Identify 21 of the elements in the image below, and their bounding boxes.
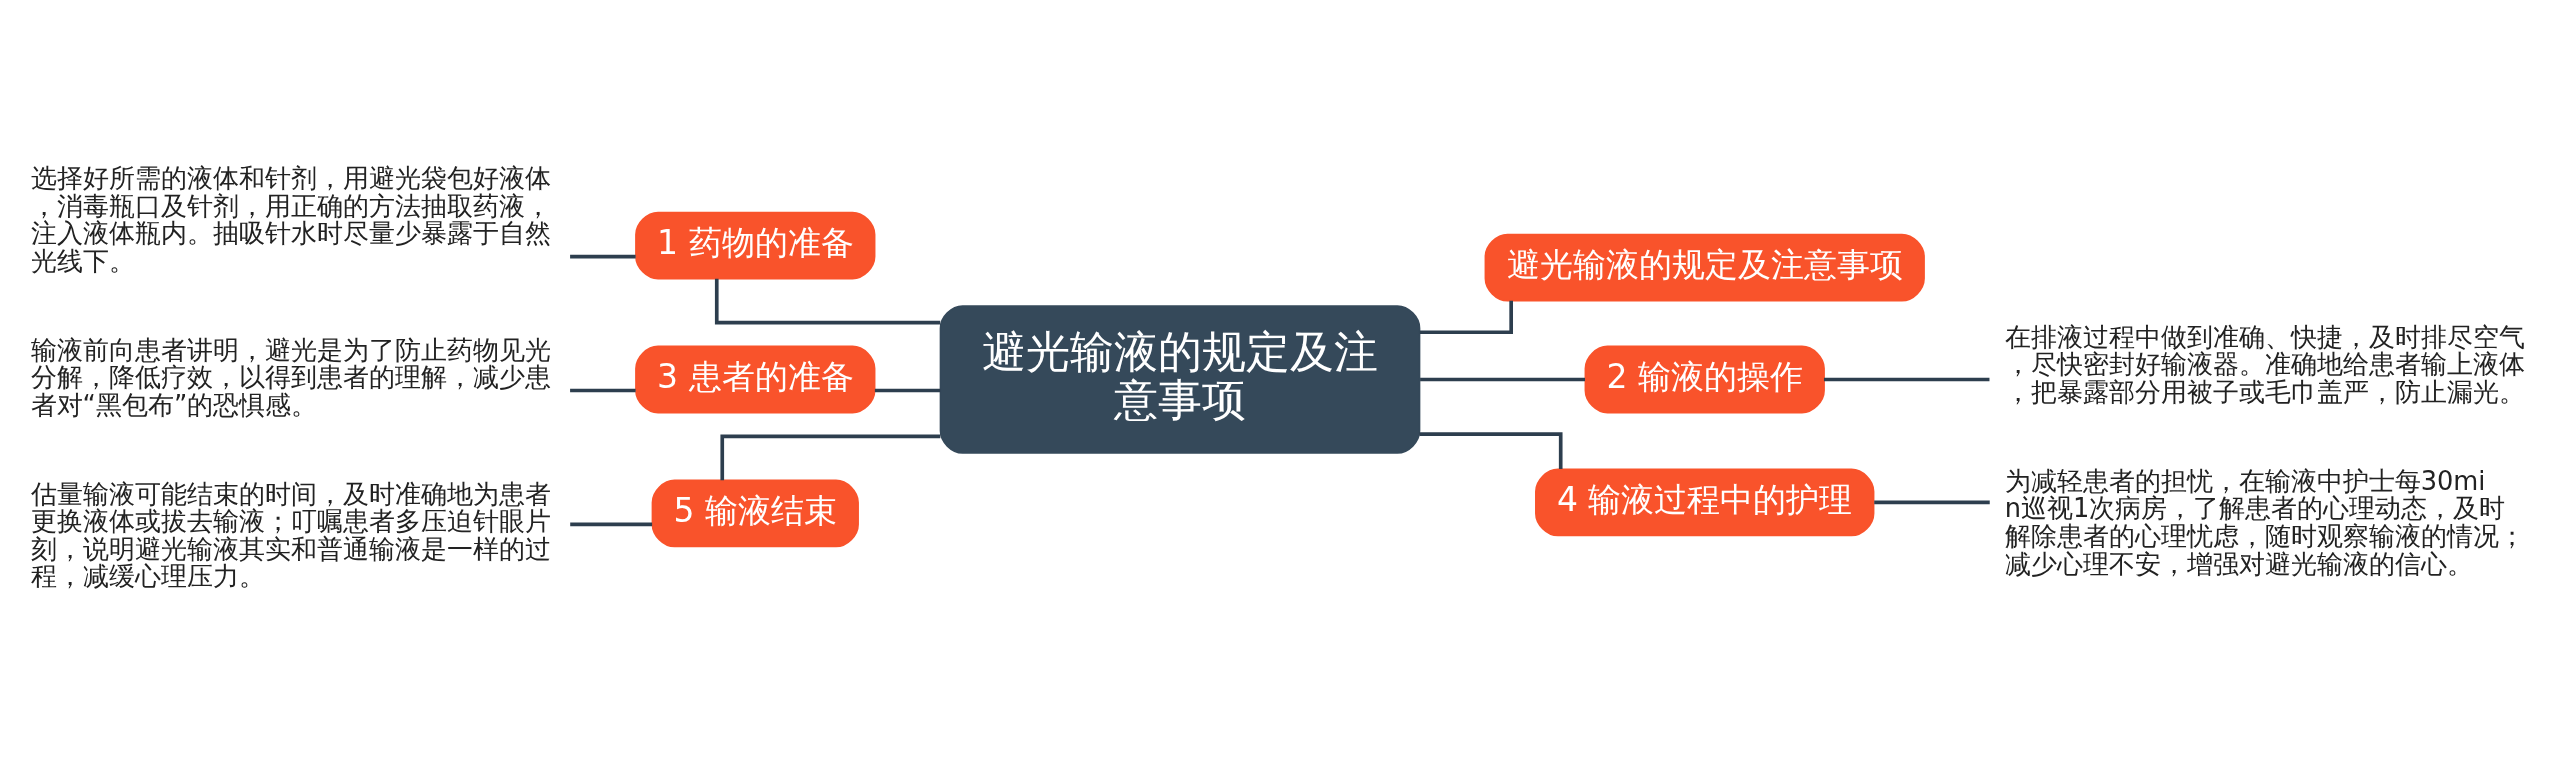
connector: [570, 254, 636, 259]
node-text: 选择好所需的液体和针剂，用避光袋包好液体，消毒瓶口及针剂，用正确的方法抽取药液，注入液体瓶内。抽吸针水时尽量少暴露于自然光线下。: [30, 163, 551, 276]
node-text: 为减轻患者的担忧，在输液中护士每30min巡视1次病房，了解患者的心理动态，及时解除患者的心理忧虑，随时观察输液的情况；减少心理不安，增强对避光输液的信心。: [2004, 465, 2525, 579]
connector: [720, 434, 941, 481]
node-box: 1 药物的准备: [635, 211, 876, 280]
connector: [874, 388, 941, 393]
node-box: 避光输液的规定及注意事项: [1484, 233, 1925, 302]
node-box: 5 输液结束: [651, 479, 859, 548]
connector: [570, 522, 653, 527]
connector: [714, 278, 941, 325]
node-box: 4 输液过程中的护理: [1535, 468, 1875, 537]
node-text: 估量输液可能结束的时间，及时准确地为患者更换液体或拔去输液；叮嘱患者多压迫针眼片刻，说明避光输液其实和普通输液是一样的过程，减缓心理压力。: [30, 478, 551, 592]
connector: [1874, 500, 1990, 505]
connector: [1824, 377, 1990, 382]
node-text: 输液前向患者讲明，避光是为了防止药物见光分解，降低疗效，以得到患者的理解，减少患者对“黑包布”的恐惧感。: [30, 334, 551, 420]
node-text: 在排液过程中做到准确、快捷，及时排尽空气，尽快密封好输液器。准确地给患者输上液体，把暴露部分用被子或毛巾盖严，防止漏光。: [2004, 321, 2525, 407]
connector: [1420, 377, 1585, 382]
node-box: 3 患者的准备: [635, 345, 876, 414]
connector: [570, 388, 636, 393]
node-box: 2 输液的操作: [1584, 345, 1825, 414]
node-box: 避光输液的规定及注意事项: [939, 305, 1421, 454]
